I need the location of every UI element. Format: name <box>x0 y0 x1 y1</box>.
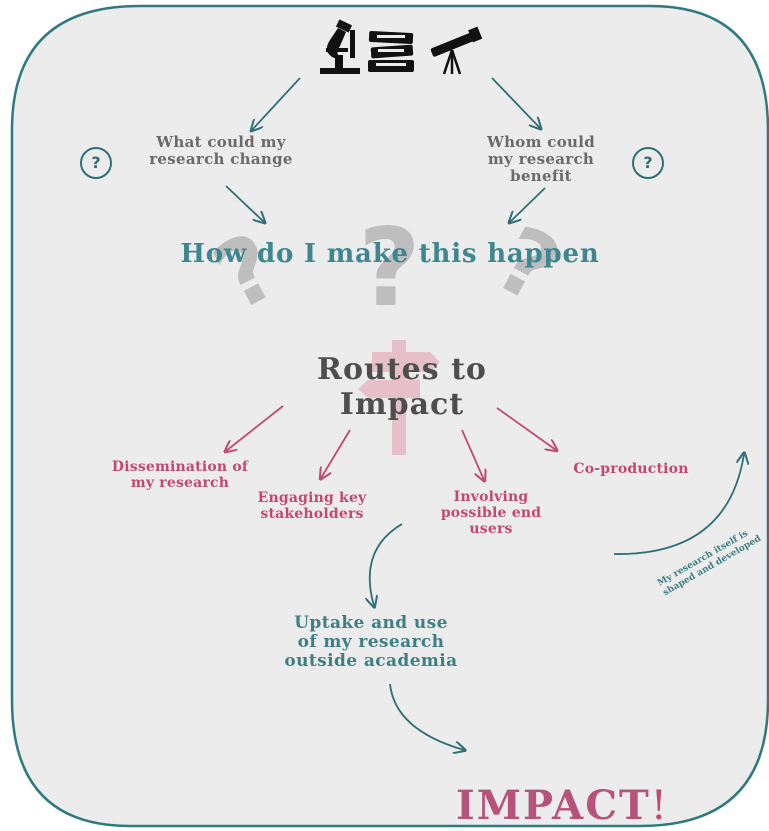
route-engaging-stakeholders: Engaging key stakeholders <box>257 490 367 522</box>
arrow-research-shaped <box>613 454 744 555</box>
signpost-icon <box>358 340 440 455</box>
how-heading: How do I make this happen <box>180 239 600 269</box>
arrow-involving-to-uptake <box>370 523 403 606</box>
route-dissemination: Dissemination of my research <box>111 459 249 491</box>
panel-background <box>10 4 769 828</box>
question-circle-right-icon: ? <box>632 147 664 179</box>
arrow-routes-to-involving <box>461 429 484 480</box>
arrow-icons-to-right-question <box>491 77 540 128</box>
telescope-icon <box>430 26 483 75</box>
arrow-routes-to-dissemination <box>226 405 284 451</box>
uptake-text: Uptake and use of my research outside ac… <box>284 613 458 671</box>
microscope-icon <box>320 19 360 74</box>
svg-text:?: ? <box>358 206 421 331</box>
arrow-routes-to-coproduction <box>496 407 556 450</box>
routes-heading: Routes to Impact <box>317 352 487 422</box>
question-circle-left-icon: ? <box>80 147 112 179</box>
impact-heading: IMPACT! <box>456 734 726 830</box>
impact-exclamation: ! <box>650 783 669 829</box>
books-icon <box>368 30 414 72</box>
question-whom-could-benefit: Whom could my research benefit <box>486 133 596 185</box>
arrow-routes-to-engaging <box>321 429 351 478</box>
arrow-uptake-to-impact <box>389 683 464 750</box>
impact-word: IMPACT <box>456 782 651 829</box>
route-involving-end-users: Involving possible end users <box>440 489 542 537</box>
arrow-left-question-to-how <box>225 185 264 222</box>
question-what-could-change: What could my research change <box>149 133 293 168</box>
arrow-right-question-to-how <box>510 187 546 222</box>
route-coproduction: Co-production <box>573 461 689 477</box>
arrow-icons-to-left-question <box>252 77 301 130</box>
